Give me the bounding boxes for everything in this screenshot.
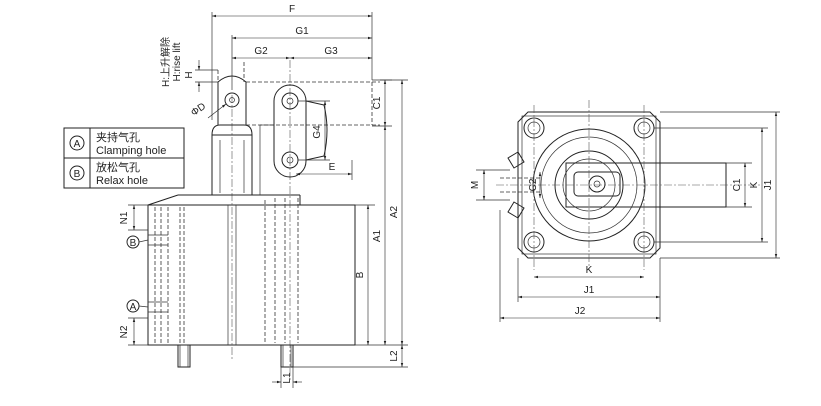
side-view	[147, 60, 380, 380]
cylinder-body	[147, 204, 356, 346]
piston-rod	[211, 134, 253, 196]
dim-N2: N2	[119, 325, 130, 338]
dim-K-vertical: K	[749, 181, 760, 188]
dim-A1: A1	[372, 229, 383, 242]
top-dimensions: M C2 C1 K J1 K J1 J2	[470, 111, 780, 322]
dim-H: H	[184, 71, 195, 78]
dim-M: M	[470, 181, 481, 189]
link-plate	[273, 84, 307, 178]
dim-D: ΦD	[189, 101, 208, 119]
dim-J2: J2	[575, 306, 586, 317]
dim-B: B	[355, 271, 366, 278]
bottom-stud-left	[177, 344, 191, 368]
dim-F: F	[289, 4, 295, 15]
dim-N1: N1	[119, 211, 130, 224]
top-body-outline	[517, 111, 661, 259]
legend-clamping-en: Clamping hole	[96, 145, 166, 157]
svg-text:A: A	[130, 302, 137, 313]
legend-clamping-cn: 夹持气孔	[96, 130, 140, 144]
bottom-stud-right	[280, 344, 294, 368]
dim-J1-horizontal: J1	[584, 285, 595, 296]
dim-A2: A2	[389, 205, 400, 218]
dim-G1: G1	[295, 26, 309, 37]
rise-lift-en: H:rise lift	[172, 42, 183, 81]
dim-J1-vertical: J1	[763, 179, 774, 190]
legend-relax-en: Relax hole	[96, 175, 148, 187]
port-legend: A 夹持气孔 Clamping hole B 放松气孔 Relax hole	[63, 127, 185, 189]
dim-K-horizontal: K	[586, 265, 593, 276]
legend-symbol-B: B	[74, 169, 81, 180]
rise-lift-cn: H:上升解除	[159, 37, 172, 87]
pivot-hole	[224, 92, 240, 108]
dim-C1: C1	[372, 96, 383, 109]
dim-C1-top: C1	[732, 178, 743, 191]
dim-E: E	[329, 162, 336, 173]
dim-G3: G3	[324, 46, 338, 57]
dim-L1: L1	[282, 372, 293, 384]
legend-symbol-A: A	[74, 139, 81, 150]
svg-text:B: B	[130, 238, 137, 249]
side-dimensions: F G1 G2 G3 H H:上升解除 H:rise lift ΦD G4 E	[119, 4, 408, 388]
legend-relax-cn: 放松气孔	[96, 160, 140, 174]
dim-G2: G2	[254, 46, 268, 57]
dim-L2: L2	[389, 350, 400, 362]
dim-C2: C2	[528, 178, 539, 191]
dim-G4: G4	[312, 125, 323, 139]
